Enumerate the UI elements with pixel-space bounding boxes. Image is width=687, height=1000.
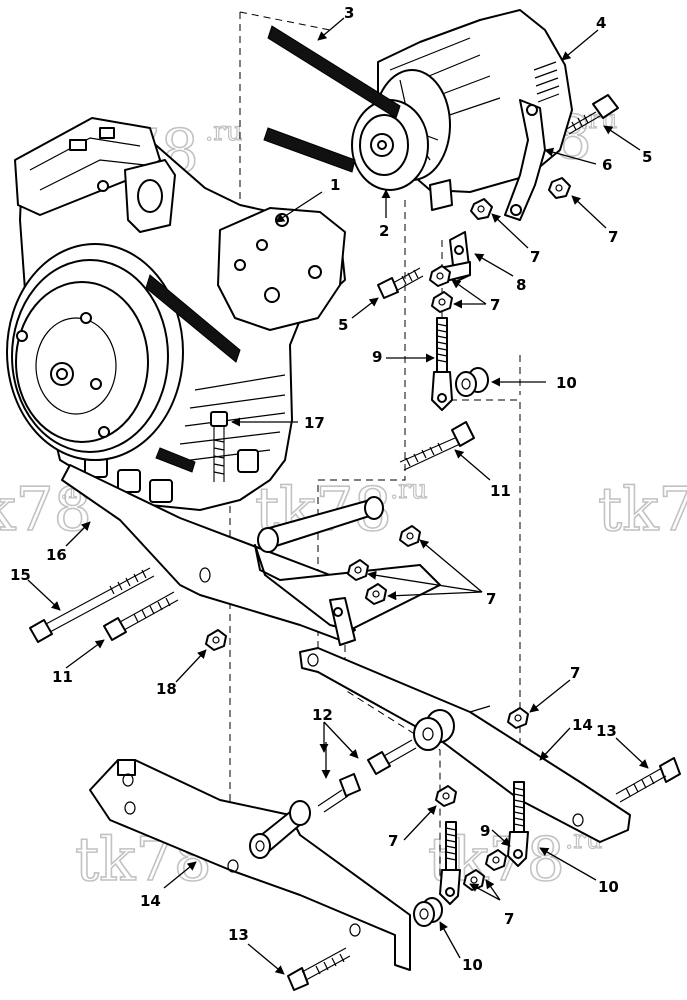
callout-9-lower: 9 (480, 822, 490, 840)
support-arm-14-left (89, 759, 411, 971)
callout-11-lower: 11 (52, 668, 73, 686)
spacer-10-upper (455, 367, 489, 397)
callout-3: 3 (344, 4, 354, 22)
head-bolt (97, 180, 109, 192)
callout-13-left: 13 (228, 926, 249, 944)
bolt-13-right (615, 757, 681, 803)
nut-7-b (470, 198, 493, 220)
nut-7-j (485, 849, 507, 871)
callout-4: 4 (596, 14, 606, 32)
callout-9-upper: 9 (372, 348, 382, 366)
nut-7-h (507, 707, 529, 729)
bolt-15 (29, 567, 155, 643)
nut-18 (205, 629, 227, 651)
callout-8: 8 (516, 276, 526, 294)
callout-10-right: 10 (598, 878, 619, 896)
callout-1: 1 (330, 176, 340, 194)
callout-7-right-arm: 7 (570, 664, 580, 682)
svg-text:tk78: tk78 (598, 475, 687, 545)
callout-7-lower-left: 7 (388, 832, 398, 850)
svg-text:.ru: .ru (205, 117, 242, 147)
flange-port (137, 179, 163, 213)
callout-17: 17 (304, 414, 325, 432)
callout-5-upper: 5 (642, 148, 652, 166)
adjusting-rod-9-right (507, 781, 529, 867)
nut-7-g (365, 583, 387, 605)
callout-14-left: 14 (140, 892, 161, 910)
nut-7-d (431, 291, 453, 313)
leader-lines (27, 17, 649, 975)
bracket-plate (61, 464, 356, 641)
bolt-12 (367, 739, 417, 775)
valve-port-2 (99, 127, 115, 139)
callout-5-lower: 5 (338, 316, 348, 334)
callout-labels: 1 2 3 4 5 5 6 7 7 7 7 7 7 7 8 9 9 10 10 … (10, 4, 652, 974)
spacer-10-lower (413, 897, 443, 927)
callout-7-alternator: 7 (608, 228, 618, 246)
compressor-assembly (6, 117, 346, 511)
callout-18: 18 (156, 680, 177, 698)
valve-port-1 (69, 139, 87, 151)
support-arm-14-right (299, 647, 631, 843)
bolt-11-upper (399, 421, 475, 471)
callout-7-bracket-top: 7 (530, 248, 540, 266)
bolt-11-lower (103, 591, 179, 641)
callout-7-rod-nuts: 7 (490, 296, 500, 314)
bolt-5-upper (564, 94, 619, 135)
bolt-17 (210, 411, 228, 482)
callout-11-upper: 11 (490, 482, 511, 500)
callout-12: 12 (312, 706, 333, 724)
callout-13-right: 13 (596, 722, 617, 740)
watermark-mid-right: tk78 (597, 474, 687, 546)
callout-14-right: 14 (572, 716, 593, 734)
adjusting-rod-9-lower (439, 821, 461, 905)
callout-16: 16 (46, 546, 67, 564)
mounting-bracket-8 (439, 231, 471, 283)
bolt-12-vertical (317, 773, 361, 813)
callout-7-lower-right: 7 (504, 910, 514, 928)
adjusting-bracket (504, 99, 546, 221)
callout-10-lower: 10 (462, 956, 483, 974)
nut-7-i (435, 785, 457, 807)
main-mounting-bracket-16 (61, 464, 441, 646)
nut-7-e (399, 525, 421, 547)
bolt-13-left (287, 947, 351, 991)
callout-15: 15 (10, 566, 31, 584)
drive-belt-lower (145, 274, 241, 363)
bolt-5-lower (377, 267, 424, 299)
nut-7-f (347, 559, 369, 581)
alternator-assembly (263, 9, 573, 221)
callout-7-main-bracket: 7 (486, 590, 496, 608)
nut-7-a (548, 177, 571, 199)
callout-10-upper: 10 (556, 374, 577, 392)
callout-2: 2 (379, 222, 389, 240)
drive-belt-upper (267, 25, 401, 119)
adjusting-rod-9-upper (431, 317, 453, 411)
callout-6: 6 (602, 156, 612, 174)
nut-7-c (429, 265, 451, 287)
